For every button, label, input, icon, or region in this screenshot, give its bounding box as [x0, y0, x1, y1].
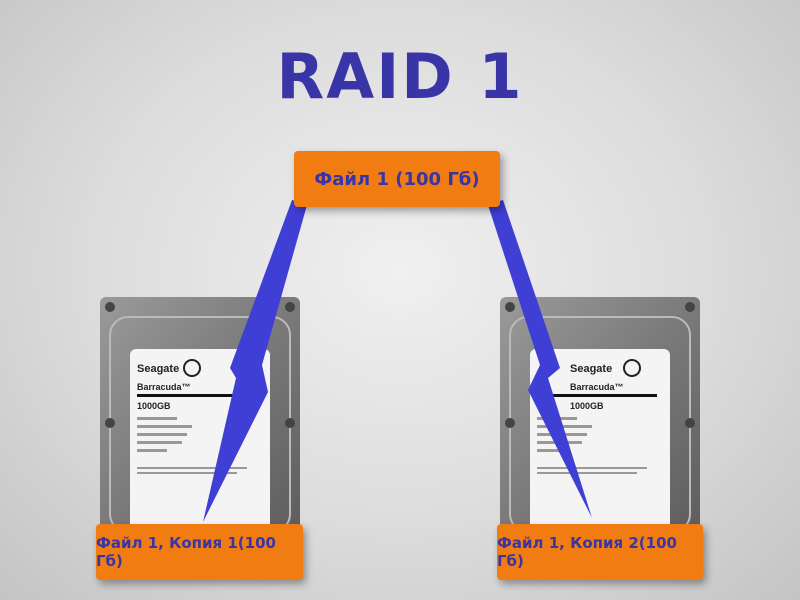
- copy-2-label: Файл 1, Копия 2(100 Гб): [497, 534, 677, 570]
- drive-model: Barracuda™: [570, 382, 624, 392]
- copy-1-box: Файл 1, Копия 1(100 Гб): [96, 524, 303, 580]
- page-title: RAID 1: [276, 40, 524, 113]
- drive-capacity: 1000GB: [137, 401, 171, 411]
- copy-2-box: Файл 1, Копия 2(100 Гб): [497, 524, 703, 580]
- arrow-right: [488, 200, 592, 518]
- drive-model: Barracuda™: [137, 382, 191, 392]
- drive-capacity: 1000GB: [570, 401, 604, 411]
- drive-brand: Seagate: [137, 363, 179, 375]
- drive-brand: Seagate: [570, 363, 612, 375]
- arrow-left: [203, 200, 307, 522]
- source-file-label: Файл 1 (100 Гб): [314, 168, 480, 190]
- copy-1-label: Файл 1, Копия 1(100 Гб): [96, 534, 276, 570]
- source-file-box: Файл 1 (100 Гб): [294, 151, 500, 207]
